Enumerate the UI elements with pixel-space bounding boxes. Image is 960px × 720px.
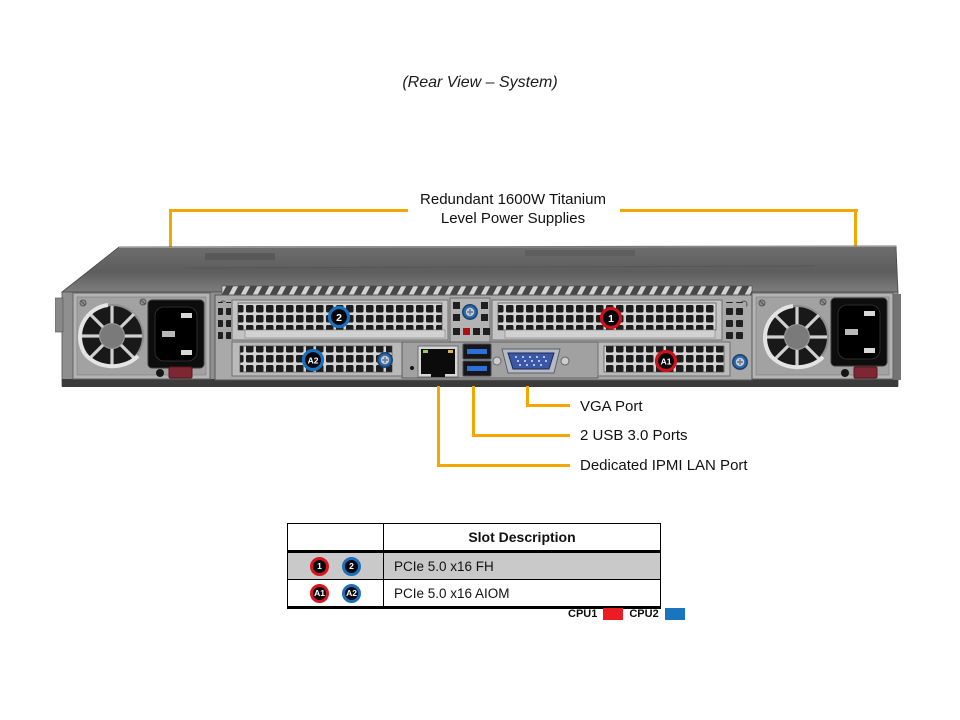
- psu-latch-right: [853, 366, 878, 379]
- table-header-badge-cell: [288, 524, 384, 550]
- table-header-row: Slot Description: [288, 524, 660, 553]
- legend-cpu1-label: CPU1: [568, 608, 598, 620]
- psu-callout-line-left-h: [170, 209, 408, 212]
- table-badge-1: 1: [310, 556, 329, 576]
- psu-callout-line-right-h: [620, 209, 858, 212]
- badge-aiom-a1-circle: [654, 349, 678, 373]
- table-badge-a2: A2: [342, 583, 361, 603]
- right-power-supply: [751, 292, 894, 380]
- rear-io-plate: [401, 341, 599, 379]
- vga-port: [492, 348, 570, 374]
- legend-cpu2-swatch: [664, 608, 685, 620]
- psu-latch-left: [168, 366, 193, 379]
- badge-slot1-circle: [599, 306, 623, 330]
- usb-callout-line-h: [472, 434, 570, 437]
- badge-slot2: 2: [336, 312, 342, 324]
- ipmi-callout-line-v: [437, 386, 440, 467]
- ipmi-lan-port: [417, 345, 459, 378]
- table-row: A1 A2 PCIe 5.0 x16 AIOM: [288, 580, 660, 606]
- page-title: (Rear View – System): [402, 74, 558, 91]
- lan-led-green: [423, 350, 428, 353]
- badge-slot2-circle: [327, 305, 351, 329]
- usb-callout-line-v: [472, 386, 475, 437]
- lan-led-amber: [448, 350, 453, 353]
- ipmi-lan-port-label: Dedicated IPMI LAN Port: [580, 457, 748, 474]
- usb-ports: [462, 343, 492, 377]
- table-header-label: Slot Description: [468, 529, 576, 545]
- rack-ear-left: [55, 297, 64, 333]
- table-row-description: PCIe 5.0 x16 AIOM: [394, 585, 510, 601]
- top-vent-strip: [221, 285, 753, 296]
- usb-ports-label: 2 USB 3.0 Ports: [580, 427, 688, 444]
- left-power-supply: [72, 292, 211, 380]
- psu-callout-line1: Redundant 1600W Titanium: [420, 191, 606, 208]
- legend-cpu1-swatch: [603, 608, 624, 620]
- badge-aiom-a2-circle: [301, 348, 325, 372]
- vga-port-label: VGA Port: [580, 398, 643, 415]
- chassis-lid: [60, 245, 899, 293]
- ipmi-callout-line-h: [437, 464, 570, 467]
- ac-inlet-left: [147, 299, 205, 369]
- psu-button-right: [841, 369, 849, 377]
- chassis-bottom-edge: [62, 379, 898, 387]
- table-badge-a1: A1: [310, 583, 329, 603]
- cpu-legend: CPU1 CPU2: [568, 608, 685, 620]
- ac-inlet-right: [830, 297, 888, 367]
- center-bracket: [449, 297, 491, 345]
- psu-fan-icon: [762, 304, 830, 370]
- thumbscrew-icon: [732, 354, 748, 370]
- psu-button-left: [156, 369, 164, 377]
- badge-aiom-a2: A2: [308, 356, 319, 366]
- thumbscrew-icon: [462, 304, 478, 320]
- vga-callout-line-h: [526, 404, 570, 407]
- chassis-illustration: 2 1 A2 A1: [55, 245, 901, 387]
- table-badge-2: 2: [342, 556, 361, 576]
- table-row: 1 2 PCIe 5.0 x16 FH: [288, 553, 660, 580]
- table-row-description: PCIe 5.0 x16 FH: [394, 558, 494, 574]
- badge-slot1: 1: [608, 313, 614, 325]
- badge-aiom-a1: A1: [661, 357, 672, 367]
- psu-fan-icon: [77, 303, 145, 369]
- chassis-right-edge: [893, 294, 901, 380]
- legend-cpu2-label: CPU2: [629, 608, 659, 620]
- io-expansion-section: 2 1 A2 A1: [214, 294, 753, 381]
- slot-description-table: Slot Description 1 2 PCIe 5.0 x16 FH A1 …: [287, 523, 661, 609]
- psu-callout-label: Redundant 1600W Titanium Level Power Sup…: [408, 190, 618, 228]
- thumbscrew-icon: [377, 352, 393, 368]
- vga-callout-line-v: [526, 386, 529, 407]
- psu-callout-line2: Level Power Supplies: [440, 210, 586, 227]
